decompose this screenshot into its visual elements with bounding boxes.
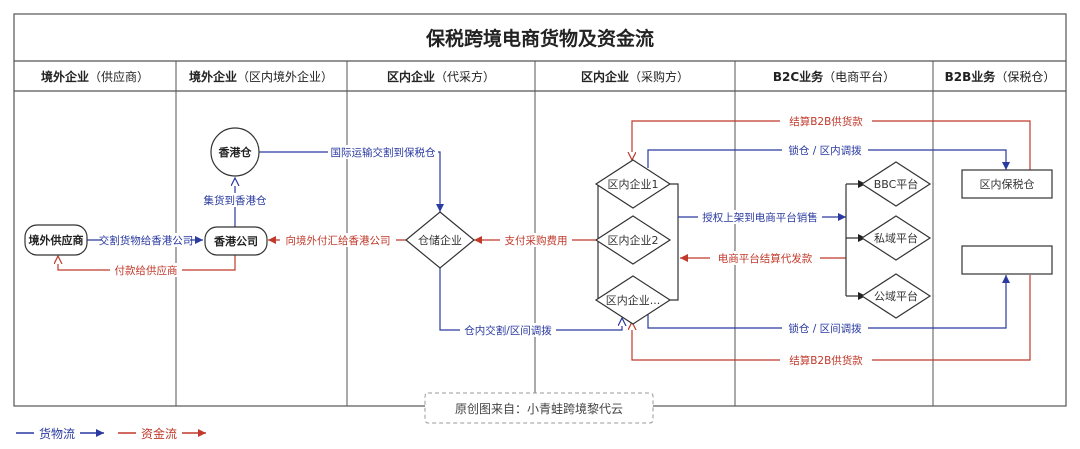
edge-label-lock-zone: 锁仓 / 区内调拨 [788, 144, 862, 157]
source-note: 原创图来自：小青蛙跨境黎代云 [455, 401, 623, 416]
node-zone-company-2-label: 区内企业2 [608, 233, 659, 247]
lane-header-purchaser: 区内企业（采购方） [581, 69, 689, 84]
node-zone-bonded-wh-label: 区内保税仓 [980, 177, 1035, 191]
edge-label-settle-b2b-top: 结算B2B供货款 [789, 115, 863, 128]
node-zone-bonded-wh [961, 169, 1053, 199]
node-hk-warehouse [210, 127, 260, 177]
edge-label-intl-transport: 国际运输交割到保税仓 [331, 146, 436, 159]
legend-money-flow: 资金流 [141, 426, 177, 441]
node-zone-company-n-label: 区内企业... [606, 293, 661, 307]
node-public-platform-label: 公域平台 [874, 289, 918, 303]
legend: 货物流 资金流 [16, 425, 206, 441]
edge-label-pay-supplier: 付款给供应商 [115, 264, 178, 277]
lane-header-overseas-zone: 境外企业（区内境外企业） [189, 69, 333, 84]
lane-header-agent: 区内企业（代采方） [387, 69, 495, 84]
node-hk-warehouse-label: 香港仓 [218, 145, 253, 159]
node-inter-bonded-wh [961, 245, 1053, 275]
lane-header-b2b: B2B业务（保税仓） [945, 69, 1056, 84]
node-bbc-platform-label: BBC平台 [874, 177, 919, 191]
node-public-platform [860, 273, 932, 319]
node-warehouse-company-label: 仓储企业 [418, 233, 462, 247]
node-hk-company [204, 226, 268, 256]
diagram-frame [13, 13, 1067, 407]
node-overseas-supplier [24, 224, 88, 256]
edge-label-remit-hk: 向境外付汇给香港公司 [286, 234, 391, 247]
node-zone-company-1-label: 区内企业1 [608, 177, 659, 191]
edge-label-lock-inter: 锁仓 / 区间调拨 [788, 322, 862, 335]
node-bbc-platform [860, 161, 932, 207]
edge-label-collect-hk-wh: 集货到香港仓 [204, 194, 267, 207]
edge-label-deliver-to-hk: 交割货物给香港公司 [99, 234, 194, 247]
edge-label-platform-settle: 电商平台结算代发款 [718, 252, 813, 265]
node-zone-company-n [594, 275, 672, 325]
edge-label-in-wh-transfer: 仓内交割/区间调拨 [464, 324, 552, 337]
node-warehouse-company [405, 211, 475, 269]
legend-goods-flow: 货物流 [39, 426, 75, 441]
edge-label-pay-purchase: 支付采购费用 [505, 234, 568, 247]
node-zone-company-1 [594, 159, 672, 209]
edge-label-settle-b2b-bottom: 结算B2B供货款 [789, 354, 863, 367]
source-note-box [424, 392, 654, 424]
edge-label-authorize-sales: 授权上架到电商平台销售 [702, 211, 818, 224]
lane-header-supplier: 境外企业（供应商） [41, 69, 149, 84]
node-zone-company-2 [594, 215, 672, 265]
diagram-title: 保税跨境电商货物及资金流 [425, 27, 654, 50]
node-private-platform-label: 私域平台 [874, 231, 918, 245]
node-overseas-supplier-label: 境外供应商 [29, 233, 84, 247]
node-private-platform [860, 215, 932, 261]
node-hk-company-label: 香港公司 [213, 234, 258, 248]
lane-header-b2c: B2C业务（电商平台） [773, 69, 895, 84]
